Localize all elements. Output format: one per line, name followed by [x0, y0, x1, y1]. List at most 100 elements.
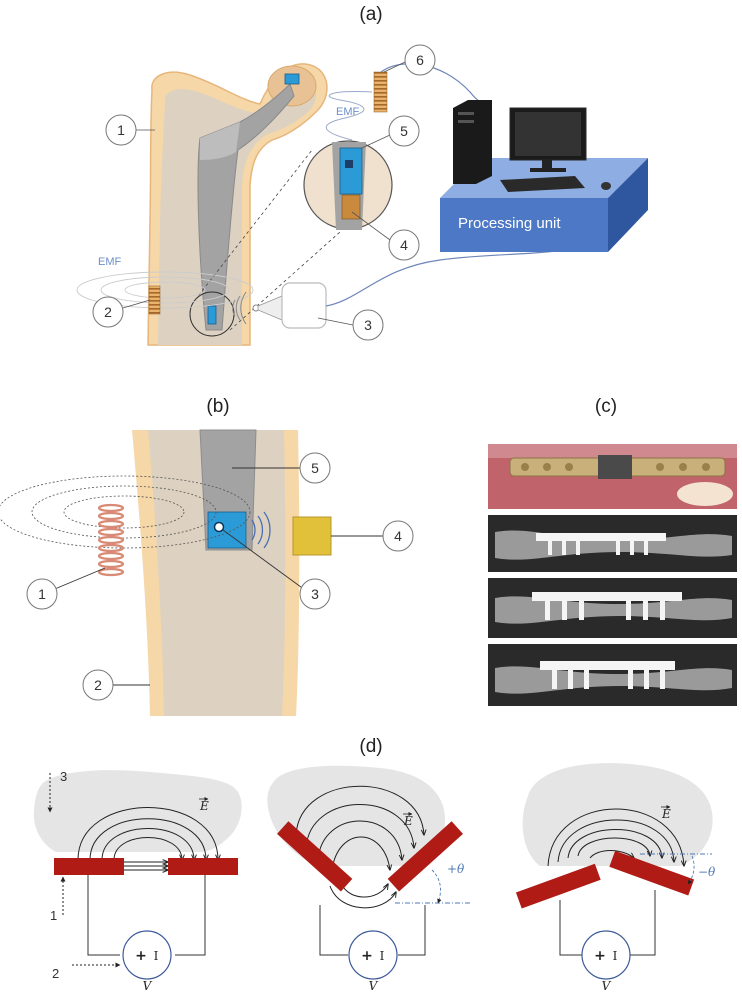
bone-section-diagram — [132, 429, 332, 716]
panel-c-label: (c) — [595, 396, 617, 417]
tissue-right — [522, 763, 713, 866]
angle-label-positive: +θ — [447, 862, 465, 876]
callouts-d: 3 1 2 — [47, 769, 121, 981]
computer-keyboard — [500, 176, 585, 192]
receiver-coil — [373, 71, 388, 113]
svg-text:2: 2 — [94, 677, 102, 693]
processing-unit: Processing unit — [440, 100, 648, 252]
svg-text:6: 6 — [416, 52, 424, 68]
tissue-left — [33, 770, 242, 852]
callout-b-1 — [26, 578, 58, 610]
xray-images — [488, 515, 737, 706]
svg-text:+: + — [594, 948, 606, 964]
electrode-middle-a — [277, 821, 353, 892]
chip-detail — [345, 160, 353, 168]
panel-a-label: (a) — [359, 4, 382, 25]
surgical-photo — [488, 444, 737, 509]
svg-text:4: 4 — [394, 528, 402, 544]
svg-text:2: 2 — [104, 304, 112, 320]
svg-text:1: 1 — [38, 586, 46, 602]
head-sensor — [284, 73, 300, 85]
electrode-right-a — [515, 863, 601, 909]
tissue-middle — [267, 765, 445, 866]
transducer-box — [281, 282, 327, 329]
external-coil-left — [148, 285, 161, 315]
callout-a-2 — [92, 296, 124, 328]
callout-a-1 — [105, 114, 137, 146]
implant-collar — [200, 122, 240, 160]
field-label-middle: E — [403, 814, 413, 828]
emf-label-right: EMF — [336, 106, 360, 118]
callout-d-3: 3 — [60, 769, 67, 784]
svg-text:1: 1 — [117, 122, 125, 138]
callout-b-4 — [382, 520, 414, 552]
callout-d-2: 2 — [52, 966, 59, 981]
svg-text:I: I — [613, 949, 618, 963]
callout-d-1: 1 — [50, 908, 57, 923]
svg-text:+: + — [361, 948, 373, 964]
zoom-line-2 — [229, 231, 341, 331]
emf-wave-right — [325, 91, 373, 141]
cable-coil — [380, 63, 493, 105]
voltage-label-middle: V — [369, 979, 379, 993]
svg-text:I: I — [154, 949, 159, 963]
panel-b-label: (b) — [206, 396, 229, 417]
voltage-label-left: V — [143, 979, 153, 993]
magnified-coil — [341, 194, 361, 220]
electrode-middle-b — [387, 821, 463, 892]
stem-sensor — [207, 305, 217, 325]
circuit-right — [559, 890, 656, 956]
ultrasound-transducer — [232, 282, 327, 329]
magnified-sensor — [303, 140, 393, 230]
field-lines-left — [77, 807, 218, 871]
processing-unit-label: Processing unit — [458, 215, 561, 232]
emf-rings-left — [76, 271, 254, 309]
svg-text:I: I — [380, 949, 385, 963]
svg-text:3: 3 — [311, 586, 319, 602]
electrode-left-b — [168, 858, 238, 875]
voltage-source-left — [122, 930, 172, 980]
field-label-right: E — [661, 807, 671, 821]
callout-b-3 — [299, 578, 331, 610]
processing-box-front — [440, 198, 608, 252]
svg-text:+: + — [135, 948, 147, 964]
callout-a-5 — [388, 115, 420, 147]
svg-text:4: 4 — [400, 237, 408, 253]
plate-sensor — [598, 455, 632, 479]
callouts-b: 1 2 3 4 5 — [26, 452, 414, 701]
emf-label-left: EMF — [98, 256, 122, 268]
electrode-left-a — [54, 858, 124, 875]
field-lines-right — [547, 808, 684, 866]
svg-text:3: 3 — [364, 317, 372, 333]
field-label-left: E — [199, 799, 209, 813]
voltage-source-middle — [348, 930, 398, 980]
voltage-source-right — [581, 930, 631, 980]
processing-box-side — [608, 158, 648, 252]
circuit-left — [87, 875, 206, 956]
coil-b — [97, 503, 125, 577]
sensor-element-b — [213, 521, 225, 533]
svg-text:5: 5 — [400, 123, 408, 139]
glove — [677, 482, 733, 506]
computer-mouse — [601, 182, 611, 190]
electrode-flat: + I V E — [33, 770, 242, 993]
callout-b-2 — [82, 669, 114, 701]
callout-b-5 — [299, 452, 331, 484]
circuit-middle — [319, 905, 426, 956]
signal-waves-b — [251, 511, 271, 549]
external-receiver-b — [292, 516, 332, 556]
callout-a-4 — [388, 229, 420, 261]
magnified-sensor-chip — [339, 147, 363, 195]
panel-d-label: (d) — [359, 736, 382, 757]
field-lines-middle — [295, 785, 424, 909]
svg-text:5: 5 — [311, 460, 319, 476]
electrode-right-b — [609, 850, 695, 896]
angle-label-negative: −θ — [698, 865, 716, 879]
callouts-a: 1 2 3 4 5 6 — [92, 44, 436, 341]
callout-a-6 — [404, 44, 436, 76]
cable-transducer — [325, 244, 576, 307]
electrode-negative-angle: −θ + I V E — [515, 763, 716, 993]
callout-a-3 — [352, 309, 384, 341]
